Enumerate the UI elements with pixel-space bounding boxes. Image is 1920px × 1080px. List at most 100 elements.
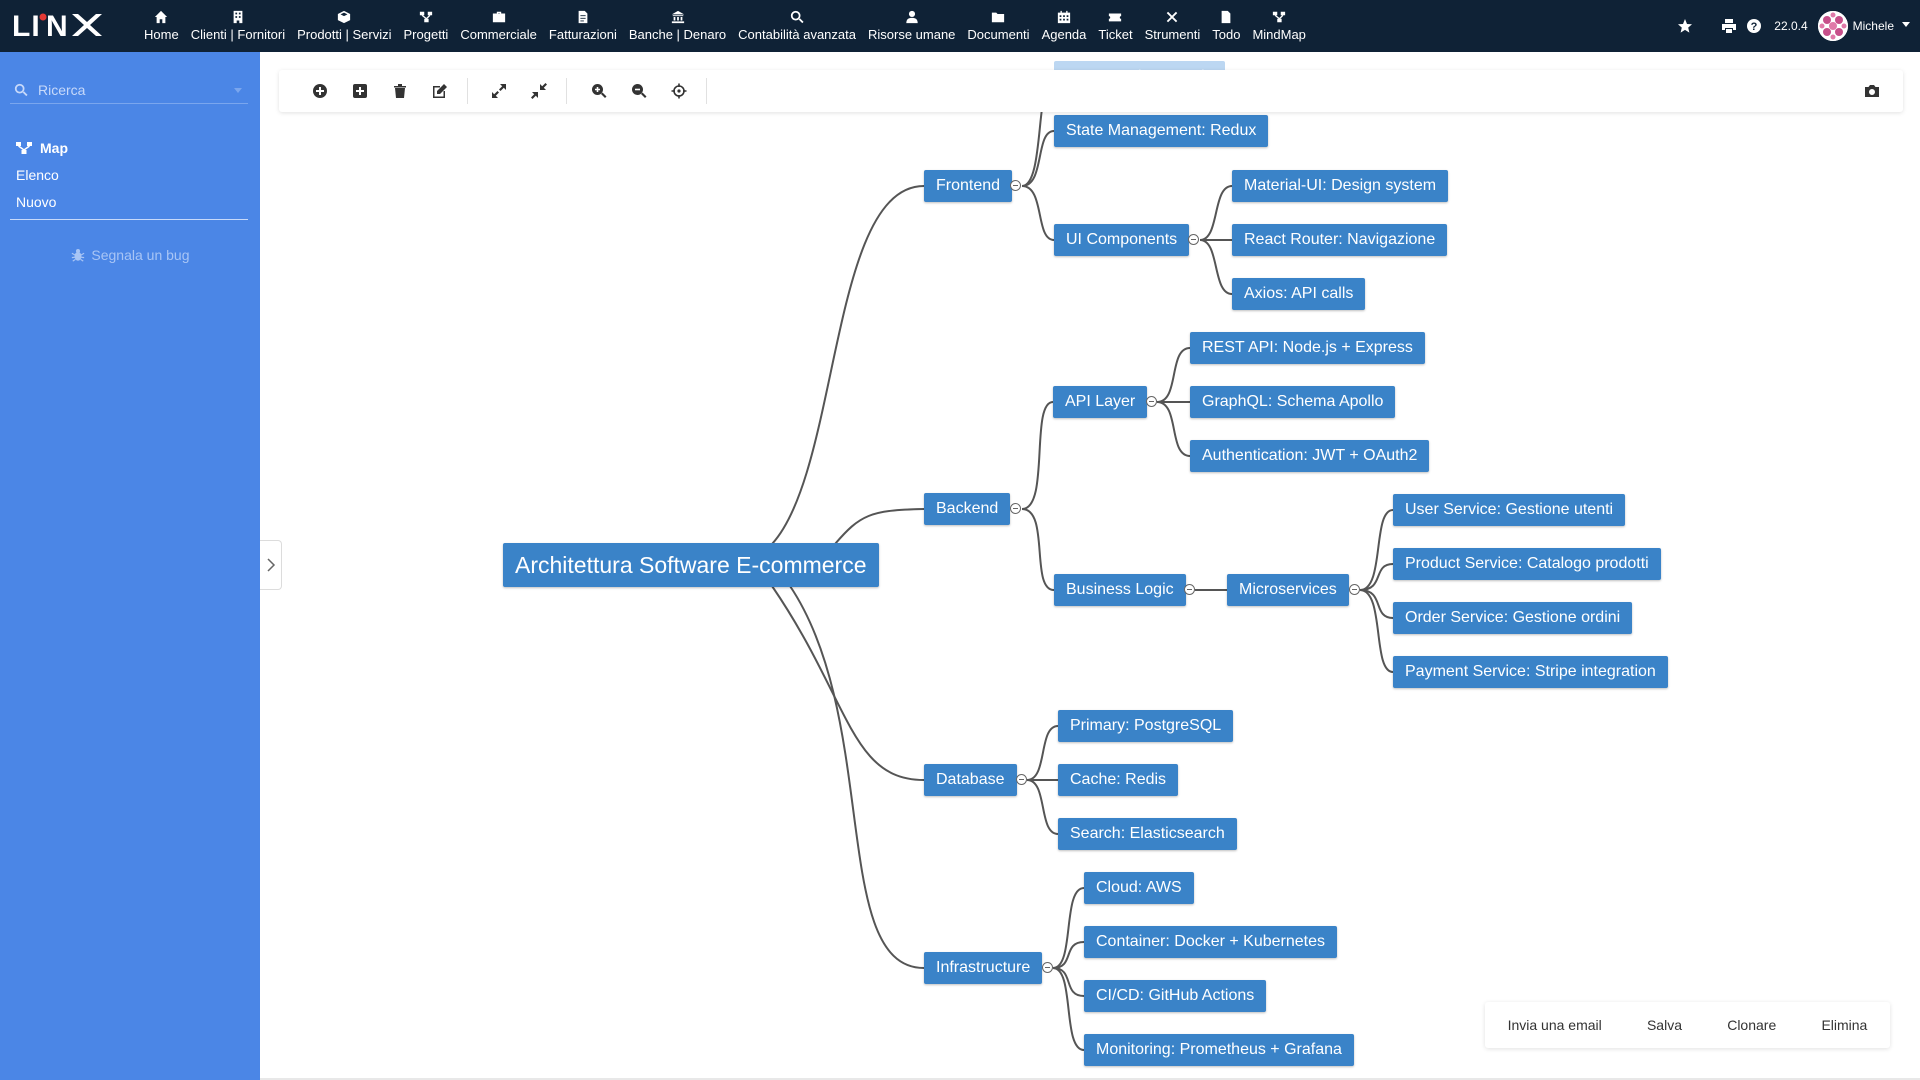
collapse-all-button[interactable] xyxy=(530,82,548,100)
nav-label: Contabilità avanzata xyxy=(738,27,856,42)
nav-home[interactable]: Home xyxy=(138,0,185,52)
sidebar-item-map[interactable]: Map xyxy=(16,134,68,161)
nav-fatturazioni[interactable]: Fatturazioni xyxy=(543,0,623,52)
chevron-right-icon xyxy=(266,558,275,572)
connector-frontend-state xyxy=(1021,130,1055,187)
node-business-logic[interactable]: Business Logic xyxy=(1054,574,1186,606)
zoom-out-button[interactable] xyxy=(630,82,648,100)
expand-all-button[interactable] xyxy=(490,82,508,100)
print-icon[interactable] xyxy=(1720,17,1738,35)
send-email-button[interactable]: Invia una email xyxy=(1507,1017,1602,1033)
ticket-icon xyxy=(1108,10,1122,24)
camera-icon xyxy=(1865,85,1879,97)
nav-todo[interactable]: Todo xyxy=(1206,0,1246,52)
node-order-service[interactable]: Order Service: Gestione ordini xyxy=(1393,602,1633,634)
add-child-button[interactable] xyxy=(311,82,329,100)
delete-node-button[interactable] xyxy=(391,82,409,100)
collapse-toggle-infrastructure[interactable] xyxy=(1042,962,1053,973)
node-api-layer[interactable]: API Layer xyxy=(1053,386,1148,418)
connector-infra-container xyxy=(1052,941,1085,969)
collapse-toggle-database[interactable] xyxy=(1016,774,1027,785)
nav-banche-denaro[interactable]: Banche | Denaro xyxy=(623,0,732,52)
nav-documenti[interactable]: Documenti xyxy=(961,0,1035,52)
nav-label: Progetti xyxy=(403,27,449,42)
collapse-toggle-backend[interactable] xyxy=(1010,503,1021,514)
node-frontend[interactable]: Frontend xyxy=(924,170,1013,202)
node-graphql[interactable]: GraphQL: Schema Apollo xyxy=(1190,386,1396,418)
node-cicd[interactable]: CI/CD: GitHub Actions xyxy=(1084,980,1267,1012)
node-state-management[interactable]: State Management: Redux xyxy=(1054,115,1269,147)
search-input[interactable] xyxy=(38,79,228,101)
help-icon[interactable]: ? xyxy=(1745,17,1763,35)
avatar[interactable] xyxy=(1817,11,1848,41)
node-microservices[interactable]: Microservices xyxy=(1227,574,1349,606)
node-monitoring[interactable]: Monitoring: Prometheus + Grafana xyxy=(1084,1034,1354,1066)
nav-mindmap[interactable]: MindMap xyxy=(1246,0,1311,52)
calendar-icon xyxy=(1057,10,1071,24)
zoom-in-button[interactable] xyxy=(590,82,608,100)
clone-button[interactable]: Clonare xyxy=(1727,1017,1777,1033)
collapse-toggle-business-logic[interactable] xyxy=(1184,584,1195,595)
nav-contabilita-avanzata[interactable]: Contabilità avanzata xyxy=(732,0,862,52)
node-database[interactable]: Database xyxy=(924,764,1017,796)
nav-label: Ticket xyxy=(1098,27,1133,42)
node-backend[interactable]: Backend xyxy=(924,493,1011,525)
trash-icon xyxy=(394,84,406,98)
nav-ticket[interactable]: Ticket xyxy=(1092,0,1138,52)
sidebar-item-nuovo[interactable]: Nuovo xyxy=(16,188,68,215)
app-version: 22.0.4 xyxy=(1774,19,1808,33)
node-user-service[interactable]: User Service: Gestione utenti xyxy=(1393,494,1626,526)
sidebar-item-label: Nuovo xyxy=(16,193,57,210)
node-product-service[interactable]: Product Service: Catalogo prodotti xyxy=(1393,548,1661,580)
svg-text:N: N xyxy=(46,11,68,39)
toolbar-separator xyxy=(467,78,468,104)
collapse-toggle-ui-components[interactable] xyxy=(1188,234,1199,245)
chevron-down-icon[interactable] xyxy=(234,88,242,93)
add-sibling-button[interactable] xyxy=(351,82,369,100)
report-bug-link[interactable]: Segnala un bug xyxy=(0,247,260,263)
node-react-router[interactable]: React Router: Navigazione xyxy=(1232,224,1448,256)
connector-db-search xyxy=(1026,779,1059,835)
nav-progetti[interactable]: Progetti xyxy=(398,0,455,52)
star-icon[interactable] xyxy=(1676,17,1694,35)
nav-strumenti[interactable]: Strumenti xyxy=(1139,0,1207,52)
node-authentication[interactable]: Authentication: JWT + OAuth2 xyxy=(1190,440,1430,472)
edit-node-button[interactable] xyxy=(431,82,449,100)
mindmap-root-node[interactable]: Architettura Software E-commerce xyxy=(503,543,879,587)
sidebar-item-label: Elenco xyxy=(16,166,59,183)
connector-backend-api xyxy=(1021,401,1054,510)
nav-prodotti-servizi[interactable]: Prodotti | Servizi xyxy=(291,0,397,52)
nav-label: Agenda xyxy=(1041,27,1087,42)
collapse-toggle-frontend[interactable] xyxy=(1010,180,1021,191)
node-elasticsearch[interactable]: Search: Elasticsearch xyxy=(1058,818,1237,850)
sidebar-item-elenco[interactable]: Elenco xyxy=(16,161,68,188)
delete-button[interactable]: Elimina xyxy=(1821,1017,1868,1033)
node-axios[interactable]: Axios: API calls xyxy=(1232,278,1366,310)
node-container[interactable]: Container: Docker + Kubernetes xyxy=(1084,926,1338,958)
connector-api-rest xyxy=(1156,347,1191,403)
user-name[interactable]: Michele xyxy=(1852,19,1894,33)
connector-api-auth xyxy=(1156,401,1191,457)
sidebar-toggle[interactable] xyxy=(260,540,282,590)
linx-logo[interactable]: LI N xyxy=(12,10,116,43)
collapse-toggle-api-layer[interactable] xyxy=(1146,396,1157,407)
nav-risorse-umane[interactable]: Risorse umane xyxy=(862,0,961,52)
node-cloud-aws[interactable]: Cloud: AWS xyxy=(1084,872,1194,904)
node-redis[interactable]: Cache: Redis xyxy=(1058,764,1179,796)
node-rest-api[interactable]: REST API: Node.js + Express xyxy=(1190,332,1425,364)
save-button[interactable]: Salva xyxy=(1646,1017,1682,1033)
connector-infra-cicd xyxy=(1052,967,1085,997)
node-payment-service[interactable]: Payment Service: Stripe integration xyxy=(1393,656,1668,688)
chevron-down-icon[interactable] xyxy=(1902,22,1910,27)
nav-clienti-fornitori[interactable]: Clienti | Fornitori xyxy=(185,0,291,52)
nav-agenda[interactable]: Agenda xyxy=(1036,0,1093,52)
node-ui-components[interactable]: UI Components xyxy=(1054,224,1190,256)
collapse-toggle-microservices[interactable] xyxy=(1349,584,1360,595)
node-postgresql[interactable]: Primary: PostgreSQL xyxy=(1058,710,1234,742)
nav-commerciale[interactable]: Commerciale xyxy=(454,0,543,52)
node-material-ui[interactable]: Material-UI: Design system xyxy=(1232,170,1449,202)
node-infrastructure[interactable]: Infrastructure xyxy=(924,952,1043,984)
screenshot-button[interactable] xyxy=(1863,82,1881,100)
center-map-button[interactable] xyxy=(670,82,688,100)
connector-root-frontend xyxy=(771,185,925,545)
